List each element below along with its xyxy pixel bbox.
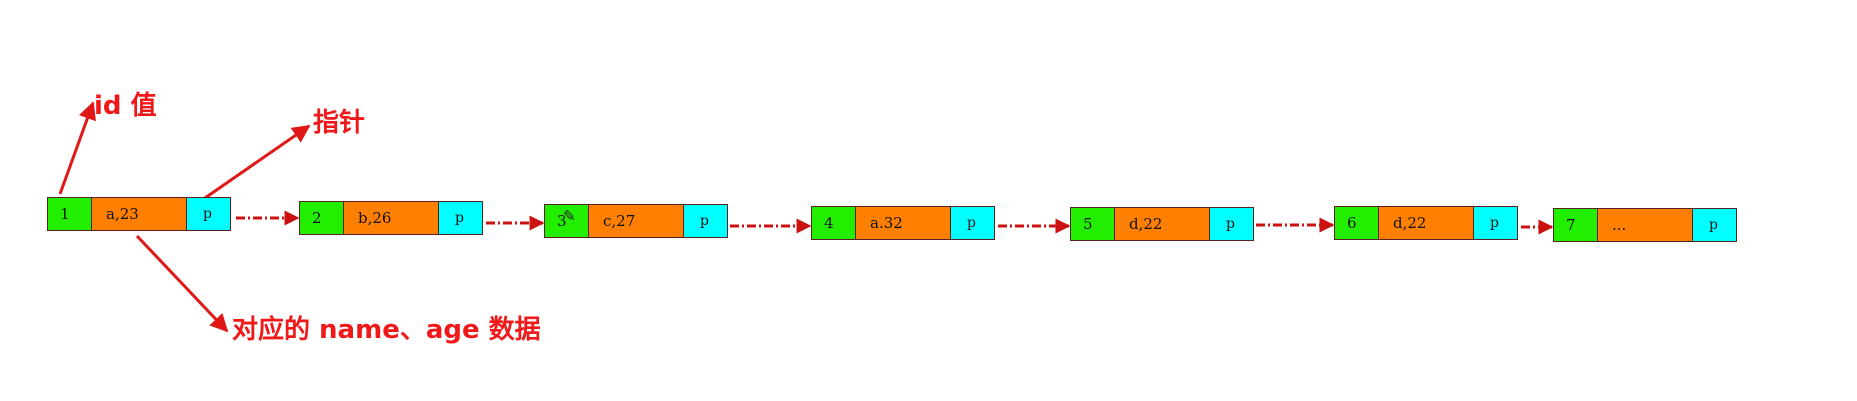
node-data-cell: d,22 [1114,207,1210,241]
node-data-cell: c,27 [588,204,684,238]
node-data-cell: b,26 [343,201,439,235]
node-pointer-cell: p [1209,207,1254,241]
id-annotation-label: id 值 [94,91,157,121]
node-data-cell: a.32 [855,206,951,240]
node-id-cell: 3 [544,204,589,238]
node-id-cell: 6 [1334,206,1379,240]
node-pointer-cell: p [186,197,231,231]
node-pointer-cell: p [1692,208,1737,242]
node-id-cell: 4 [811,206,856,240]
annotation-arrow-pointer [204,124,311,200]
list-node: 4 a.32 p [811,206,995,240]
node-id-cell: 2 [299,201,344,235]
pencil-icon: ✎ [563,207,576,225]
node-id-cell: 7 [1553,208,1598,242]
node-pointer-cell: p [683,204,728,238]
node-data-cell: a,23 [91,197,187,231]
data-annotation-label: 对应的 name、age 数据 [232,315,541,345]
annotation-arrow-data [135,234,229,333]
list-node: 2 b,26 p [299,201,483,235]
node-data-cell: ... [1597,208,1693,242]
node-id-cell: 1 [47,197,92,231]
node-data-cell: d,22 [1378,206,1474,240]
annotation-arrow-id [58,101,96,195]
list-node: 3 c,27 p [544,204,728,238]
node-pointer-cell: p [1473,206,1518,240]
node-id-cell: 5 [1070,207,1115,241]
list-node: 5 d,22 p [1070,207,1254,241]
pointer-annotation-label: 指针 [313,108,366,138]
list-node: 7 ... p [1553,208,1737,242]
list-node: 1 a,23 p [47,197,231,231]
node-pointer-cell: p [950,206,995,240]
node-pointer-cell: p [438,201,483,235]
list-node: 6 d,22 p [1334,206,1518,240]
